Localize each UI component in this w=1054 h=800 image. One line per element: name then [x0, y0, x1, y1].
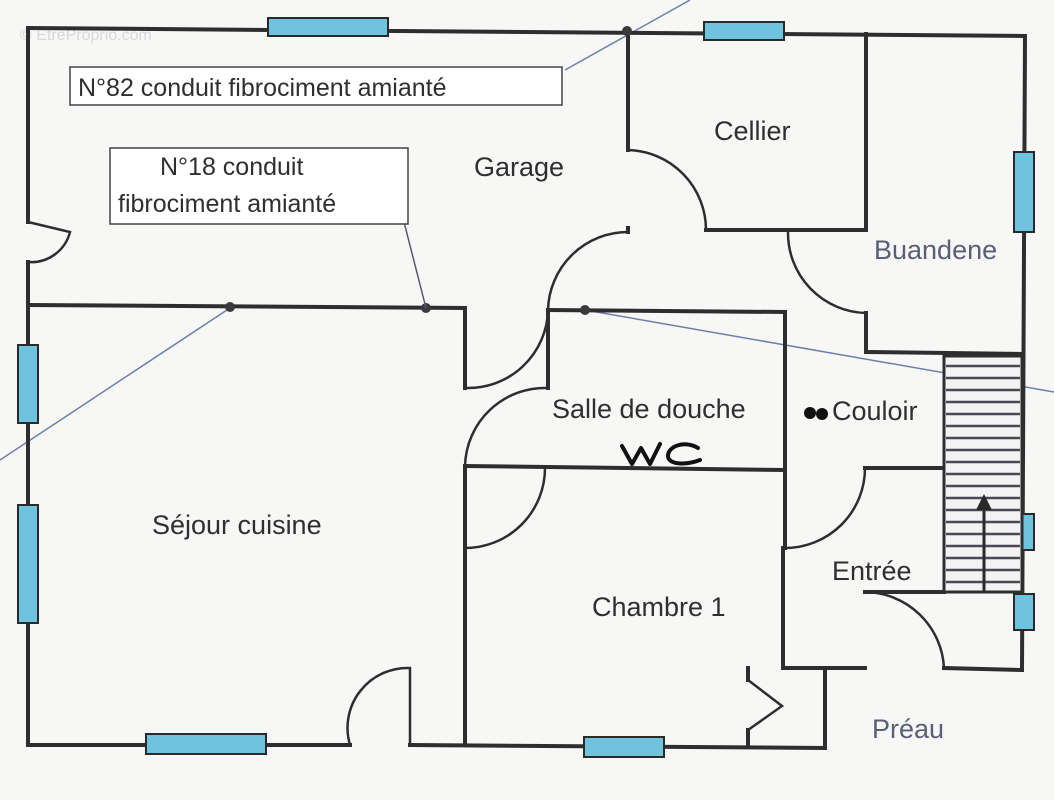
room-label-buanderie: Buandene [874, 235, 997, 265]
room-label-couloir: Couloir [832, 396, 918, 426]
handwritten-wc: WC [620, 407, 828, 466]
window-garage-top [267, 17, 389, 37]
walls [25, 25, 1028, 751]
staircase [942, 354, 1024, 594]
room-label-cellier: Cellier [714, 116, 791, 146]
note-82: N°82 conduit fibrociment amianté [69, 66, 563, 106]
windows [17, 17, 1035, 758]
window-buanderie-right [1013, 151, 1035, 233]
room-label-preau: Préau [872, 714, 944, 744]
pipe-node-top [622, 26, 632, 36]
note-18: N°18 conduit fibrociment amianté [109, 147, 409, 225]
note-82-text: N°82 conduit fibrociment amianté [78, 74, 447, 102]
room-label-chambre1: Chambre 1 [592, 592, 726, 622]
room-label-entree: Entrée [832, 556, 912, 586]
window-sejour-left-1 [17, 344, 39, 424]
window-sejour-left-2 [17, 504, 39, 624]
window-cellier-top [703, 21, 785, 41]
note-18-line1: N°18 conduit [160, 153, 303, 181]
room-label-garage: Garage [474, 152, 564, 182]
watermark: © EtreProprio.com [20, 27, 152, 44]
doors [27, 148, 946, 746]
window-entree-right-2 [1013, 593, 1035, 631]
pipe-node-left [225, 302, 235, 312]
section-line-left [0, 307, 231, 461]
note-18-line2: fibrociment amianté [118, 190, 336, 218]
pipe-node-right [580, 305, 590, 315]
window-chambre-bottom [583, 736, 665, 758]
note-18-leader [403, 221, 427, 309]
window-sejour-bottom [145, 733, 267, 755]
stair-arrow-head [976, 494, 992, 510]
room-label-salle-douche: Salle de douche [552, 394, 746, 424]
room-label-sejour: Séjour cuisine [152, 510, 322, 540]
